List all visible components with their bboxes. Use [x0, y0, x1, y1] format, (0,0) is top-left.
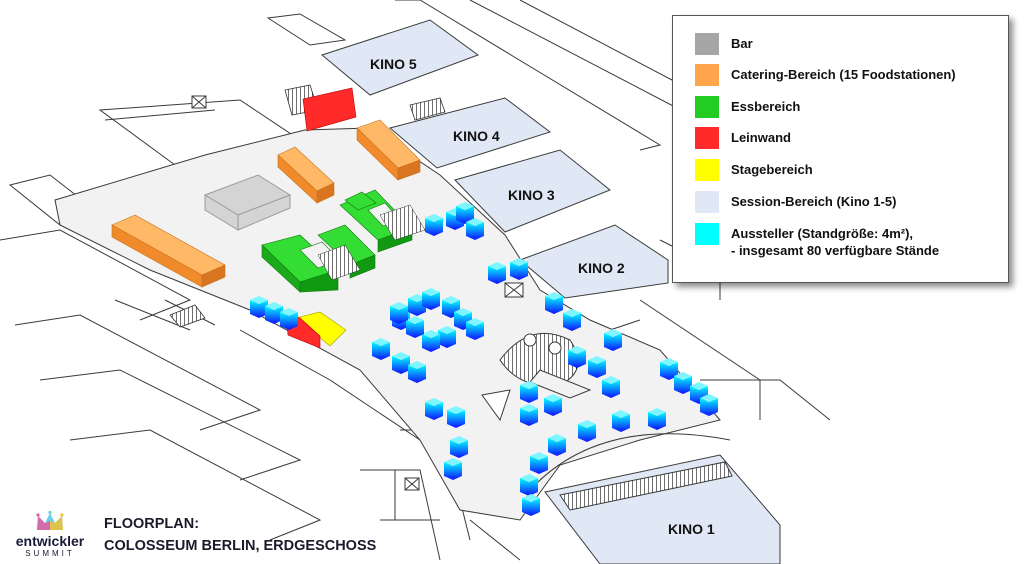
kino-1-seating: [559, 461, 733, 511]
exhibitor-stand: [408, 294, 426, 316]
kino-1-room: [544, 454, 781, 564]
legend: Bar Catering-Bereich (15 Foodstationen) …: [672, 15, 1009, 283]
exhibitor-stand: [390, 302, 408, 324]
leinwand-top: [302, 87, 357, 132]
legend-item-stage: Stagebereich: [695, 159, 813, 181]
kino-5-label: KINO 5: [370, 56, 417, 72]
exhibitor-stand: [563, 309, 581, 331]
floorplan-caption: FLOORPLAN: COLOSSEUM BERLIN, ERDGESCHOSS: [104, 513, 376, 557]
exhibitor-stand: [530, 452, 548, 474]
exhibitor-stand: [578, 420, 596, 442]
exhibitor-stand: [392, 352, 410, 374]
stair-left: [169, 304, 206, 328]
legend-swatch-bar: [695, 33, 719, 55]
exhibitor-stand: [604, 329, 622, 351]
legend-label-aussteller-line1: Aussteller (Standgröße: 4m²),: [731, 226, 914, 241]
exhibitor-stand: [510, 258, 528, 280]
legend-swatch-stage: [695, 159, 719, 181]
legend-item-leinwand: Leinwand: [695, 127, 791, 149]
crown-icon: [36, 510, 64, 530]
exhibitor-stand: [265, 302, 283, 324]
exhibitor-stand: [372, 338, 390, 360]
exhibitor-stand: [648, 408, 666, 430]
legend-label-leinwand: Leinwand: [731, 130, 791, 145]
legend-label-catering: Catering-Bereich (15 Foodstationen): [731, 67, 956, 82]
legend-item-essbereich: Essbereich: [695, 96, 800, 118]
exhibitor-stand: [674, 372, 692, 394]
legend-label-aussteller-line2: - insgesamt 80 verfügbare Stände: [731, 243, 940, 258]
caption-line-1: FLOORPLAN:: [104, 516, 200, 532]
exhibitor-stand: [660, 358, 678, 380]
logo-wordmark: entwickler: [15, 533, 85, 549]
legend-label-session: Session-Bereich (Kino 1-5): [731, 194, 897, 209]
kino-3-room: [454, 149, 611, 233]
exhibitor-stand: [612, 410, 630, 432]
legend-swatch-aussteller: [695, 223, 719, 245]
legend-swatch-catering: [695, 64, 719, 86]
kino-5-room: [320, 19, 480, 96]
exhibitor-stand: [406, 316, 424, 338]
exhibitor-stand: [466, 318, 484, 340]
kino-2-label: KINO 2: [578, 260, 625, 276]
kino-1-label: KINO 1: [668, 521, 715, 537]
kino-2-room: [519, 224, 669, 299]
legend-swatch-session: [695, 191, 719, 213]
exhibitor-stand: [422, 288, 440, 310]
legend-swatch-essbereich: [695, 96, 719, 118]
exhibitor-stand: [520, 404, 538, 426]
exhibitor-stand: [450, 436, 468, 458]
exhibitor-stand: [548, 434, 566, 456]
legend-label-essbereich: Essbereich: [731, 99, 801, 114]
exhibitor-stand: [520, 474, 538, 496]
exhibitor-stand: [438, 326, 456, 348]
exhibitor-stands: [250, 202, 718, 516]
kino-1-arc: [529, 433, 731, 491]
legend-item-session: Session-Bereich (Kino 1-5): [695, 191, 896, 213]
exhibitor-stand: [422, 330, 440, 352]
legend-swatch-leinwand: [695, 127, 719, 149]
legend-label-stage: Stagebereich: [731, 162, 813, 177]
exhibitor-stand: [545, 292, 563, 314]
kino-4-room: [388, 97, 552, 169]
exhibitor-stand: [568, 346, 586, 368]
amphitheater: [481, 332, 592, 422]
exhibitor-stand: [425, 214, 443, 236]
exhibitor-stand: [522, 494, 540, 516]
exhibitor-stand: [280, 308, 298, 330]
exhibitor-stand: [700, 394, 718, 416]
exhibitor-stand: [544, 394, 562, 416]
exhibitor-stand: [444, 458, 462, 480]
exhibitor-stand: [520, 381, 538, 403]
logo-subtitle: SUMMIT: [25, 549, 75, 558]
exhibitor-stand: [425, 398, 443, 420]
session-rooms: [320, 19, 781, 564]
legend-label-aussteller: Aussteller (Standgröße: 4m²), - insgesam…: [731, 223, 939, 259]
legend-item-bar: Bar: [695, 33, 753, 55]
exhibitor-stand: [488, 262, 506, 284]
exhibitor-stand: [466, 218, 484, 240]
entwickler-summit-logo: entwickler SUMMIT: [8, 510, 92, 558]
legend-item-catering: Catering-Bereich (15 Foodstationen): [695, 64, 956, 86]
exhibitor-stand: [602, 376, 620, 398]
service-rooms: [191, 95, 524, 491]
stair-top-right: [409, 97, 446, 121]
exhibitor-stand: [250, 296, 268, 318]
catering-areas: [111, 119, 421, 288]
kino-3-label: KINO 3: [508, 187, 555, 203]
screens-and-stage: [285, 87, 357, 349]
lobby-floor: [54, 127, 721, 521]
exhibitor-stand: [408, 361, 426, 383]
legend-item-aussteller: Aussteller (Standgröße: 4m²), - insgesam…: [695, 223, 939, 259]
ess-block-4: [344, 191, 377, 211]
exhibitor-stand: [447, 406, 465, 428]
exhibitor-stand: [456, 202, 474, 224]
ess-stairs: [317, 204, 426, 281]
exhibitor-stand: [588, 356, 606, 378]
legend-label-bar: Bar: [731, 36, 753, 51]
caption-line-2: COLOSSEUM BERLIN, ERDGESCHOSS: [104, 538, 377, 554]
bar-area: [203, 174, 292, 231]
kino-4-label: KINO 4: [453, 128, 500, 144]
